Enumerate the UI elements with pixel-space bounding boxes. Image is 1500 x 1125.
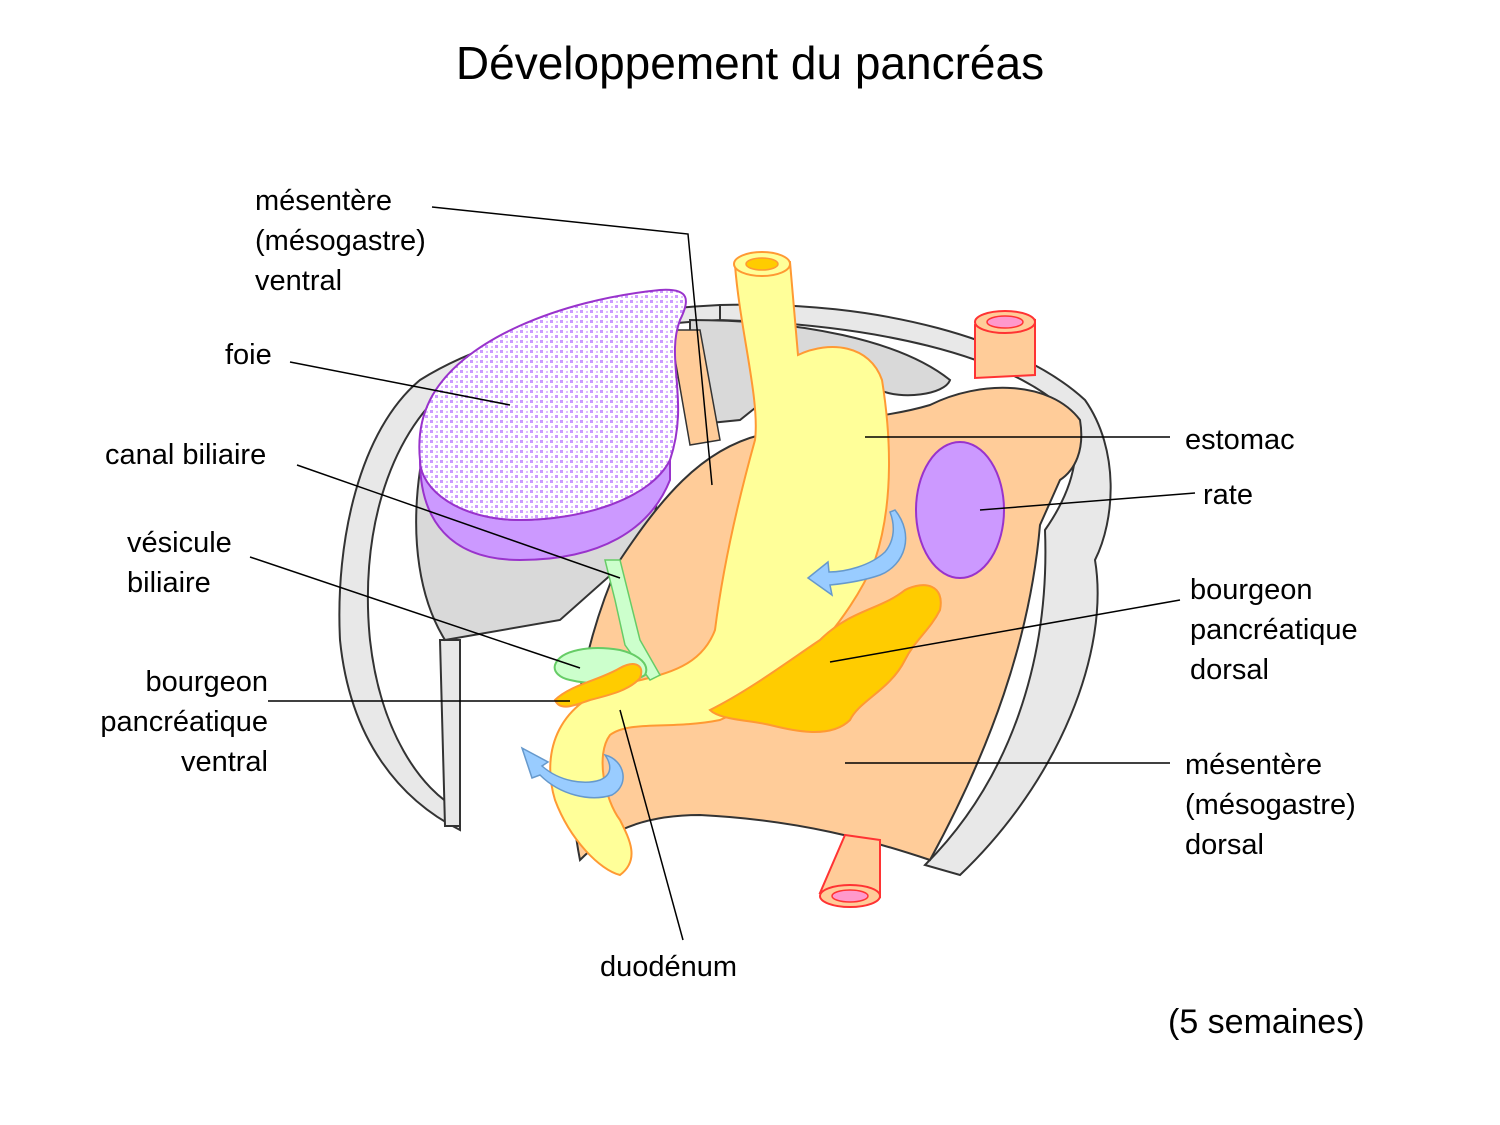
spleen xyxy=(915,441,1005,579)
label-line: vésicule xyxy=(127,527,232,559)
label-line: ventral xyxy=(180,746,268,778)
ventral-pancreatic-bud xyxy=(553,663,643,708)
stomach-duodenum xyxy=(549,260,890,877)
label-canal-biliaire: canal biliaire xyxy=(105,439,267,471)
page-title: Développement du pancréas xyxy=(455,37,1045,89)
label-line: mésentère xyxy=(1185,749,1323,781)
bile-duct xyxy=(604,559,662,681)
rotation-arrow-stomach xyxy=(806,509,907,597)
body-wall-left-edge xyxy=(438,639,461,827)
label-line: dorsal xyxy=(1185,829,1264,861)
leader-vesicule xyxy=(249,556,581,669)
label-rate: rate xyxy=(1203,479,1253,511)
label-line: bourgeon xyxy=(145,666,268,698)
label-estomac: estomac xyxy=(1185,424,1295,456)
vessel-bottom xyxy=(818,833,881,908)
label-duodenum: duodénum xyxy=(600,951,738,983)
label-line: biliaire xyxy=(127,567,211,599)
label-line: dorsal xyxy=(1190,654,1269,686)
leader-canal-biliaire xyxy=(296,464,621,579)
label-mesentere-ventral: mésentère (mésogastre) ventral xyxy=(255,181,426,301)
label-line: pancréatique xyxy=(1190,614,1358,646)
label-vesicule: vésicule biliaire xyxy=(127,523,232,603)
label-line: ventral xyxy=(255,265,343,297)
label-line: mésentère xyxy=(255,185,393,217)
leader-mesentere-ventral xyxy=(431,206,713,486)
leader-foie xyxy=(289,361,511,406)
leader-duodenum xyxy=(619,709,684,941)
label-line: (mésogastre) xyxy=(255,225,426,257)
label-bourgeon-dorsal: bourgeon pancréatique dorsal xyxy=(1190,570,1358,690)
leader-lines xyxy=(249,206,1196,941)
label-line: pancréatique xyxy=(100,706,268,738)
vessel-top xyxy=(974,310,1036,380)
dorsal-pancreatic-bud xyxy=(708,584,942,733)
label-line: bourgeon xyxy=(1190,574,1313,606)
label-bourgeon-ventral: bourgeon pancréatique ventral xyxy=(70,662,268,782)
liver xyxy=(418,288,687,522)
label-mesentere-dorsal: mésentère (mésogastre) dorsal xyxy=(1185,745,1356,865)
rotation-arrow-duodenum xyxy=(520,746,624,799)
stage-duration: (5 semaines) xyxy=(1168,1003,1365,1041)
leader-bourgeon-dorsal xyxy=(829,599,1181,663)
label-foie: foie xyxy=(225,339,272,371)
leader-rate xyxy=(979,492,1196,511)
body-wall-right xyxy=(719,303,1112,877)
esophagus-lumen xyxy=(745,257,779,271)
ventral-mesentery xyxy=(669,329,721,446)
label-line: (mésogastre) xyxy=(1185,789,1356,821)
